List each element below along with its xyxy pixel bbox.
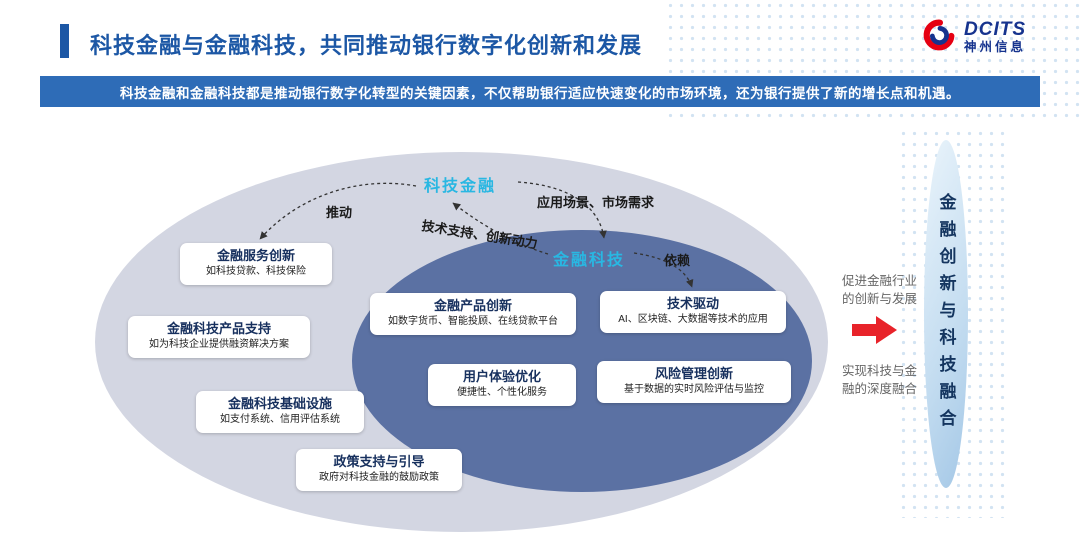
box-desc: 如科技贷款、科技保险 xyxy=(206,266,306,278)
box-risk-management: 风险管理创新 基于数据的实时风险评估与监控 xyxy=(597,361,791,403)
note-promote-innovation: 促进金融行业的创新与发展 xyxy=(842,274,918,307)
box-technology-driven: 技术驱动 AI、区块链、大数据等技术的应用 xyxy=(600,291,786,333)
page-title: 科技金融与金融科技，共同推动银行数字化创新和发展 xyxy=(90,33,643,58)
dcits-swirl-icon xyxy=(920,16,958,59)
red-right-arrow-icon xyxy=(852,315,898,350)
box-desc: AI、区块链、大数据等技术的应用 xyxy=(618,314,768,326)
logo-brand-text: DCITS xyxy=(964,19,1026,41)
box-user-experience: 用户体验优化 便捷性、个性化服务 xyxy=(428,364,576,406)
box-title: 金融服务创新 xyxy=(216,248,295,263)
box-financial-product-innovation: 金融产品创新 如数字货币、智能投顾、在线贷款平台 xyxy=(370,293,576,335)
box-financial-service-innovation: 金融服务创新 如科技贷款、科技保险 xyxy=(180,243,332,285)
box-title: 技术驱动 xyxy=(666,296,719,311)
box-desc: 基于数据的实时风险评估与监控 xyxy=(624,384,764,396)
node-tech-finance: 科技金融 xyxy=(424,178,497,195)
vertical-result-capsule: 金融创新与科技融合 xyxy=(924,140,968,488)
box-desc: 便捷性、个性化服务 xyxy=(457,387,547,399)
logo-company-text: 神州信息 xyxy=(964,40,1027,55)
vertical-result-label: 金融创新与科技融合 xyxy=(936,192,956,436)
edge-label-depend: 依赖 xyxy=(664,253,691,268)
box-fintech-infrastructure: 金融科技基础设施 如支付系统、信用评估系统 xyxy=(196,391,364,433)
box-desc: 政府对科技金融的鼓励政策 xyxy=(319,472,439,484)
box-title: 用户体验优化 xyxy=(462,369,541,384)
box-title: 政策支持与引导 xyxy=(333,454,425,469)
title-accent-bar xyxy=(60,24,69,58)
box-desc: 如支付系统、信用评估系统 xyxy=(220,414,340,426)
box-title: 金融产品创新 xyxy=(433,298,512,313)
box-title: 金融科技基础设施 xyxy=(227,396,332,411)
box-policy-support: 政策支持与引导 政府对科技金融的鼓励政策 xyxy=(296,449,462,491)
box-fintech-product-support: 金融科技产品支持 如为科技企业提供融资解决方案 xyxy=(128,316,310,358)
box-desc: 如为科技企业提供融资解决方案 xyxy=(149,339,289,351)
node-fintech: 金融科技 xyxy=(553,252,626,269)
company-logo: DCITS 神州信息 xyxy=(920,16,1026,59)
box-title: 金融科技产品支持 xyxy=(166,321,271,336)
box-desc: 如数字货币、智能投顾、在线贷款平台 xyxy=(388,316,558,328)
note-deep-integration: 实现科技与金融的深度融合 xyxy=(842,364,918,397)
edge-label-push: 推动 xyxy=(326,205,353,220)
edge-label-application: 应用场景、市场需求 xyxy=(537,195,655,210)
subtitle-banner: 科技金融和金融科技都是推动银行数字化转型的关键因素，不仅帮助银行适应快速变化的市… xyxy=(40,76,1040,107)
box-title: 风险管理创新 xyxy=(654,366,733,381)
